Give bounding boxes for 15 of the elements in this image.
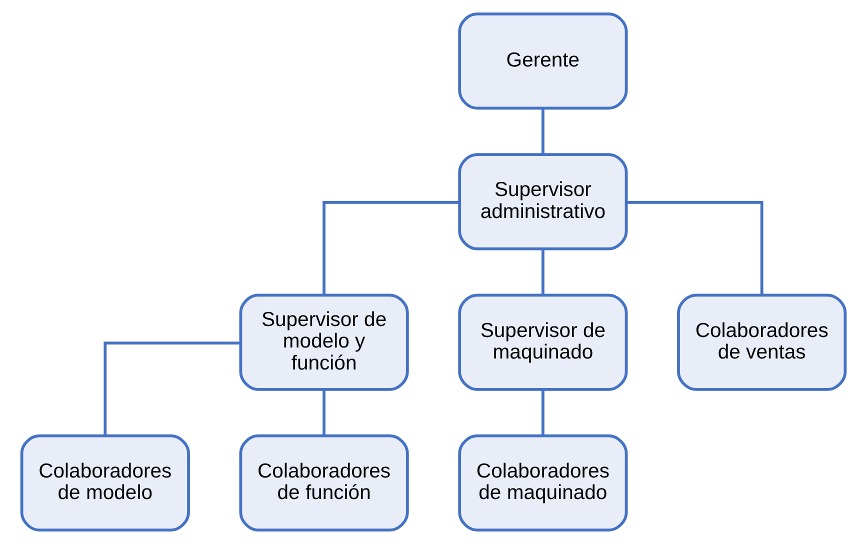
connector [542,248,544,295]
connector [322,390,326,436]
connector [542,108,544,154]
node-box: Colaboradores de función [239,434,409,532]
node-box: Colaboradores de maquinado [458,434,628,532]
node-box: Gerente [458,12,628,110]
connector [542,390,544,436]
connector [322,200,460,295]
node-box: Supervisor de maquinado [458,294,628,391]
node-box: Supervisor de modelo y función [239,294,409,391]
connector [626,200,764,295]
node-box: Colaboradores de ventas [677,294,847,391]
node-box: Colaboradores de modelo [20,434,190,532]
node-box: Supervisor administrativo [458,153,628,250]
connector [104,342,241,436]
